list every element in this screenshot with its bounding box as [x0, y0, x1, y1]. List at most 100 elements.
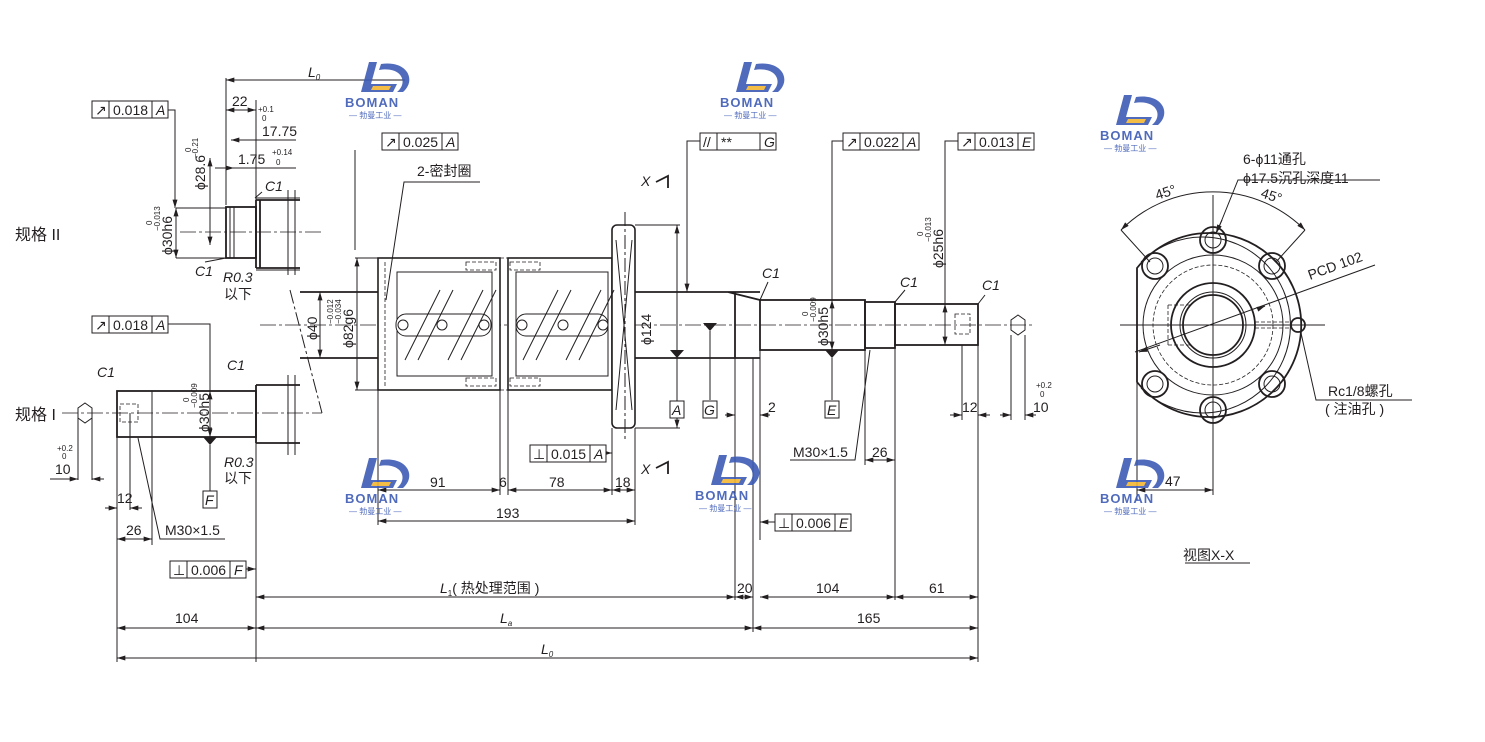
radius-label: R0.3	[223, 269, 253, 285]
datum-F: F	[205, 492, 215, 508]
radius-label: R0.3	[224, 454, 254, 470]
datum-E: E	[827, 402, 837, 418]
gdt-datum: F	[234, 562, 244, 578]
svg-text:ϕ28.6: ϕ28.6	[192, 155, 208, 190]
gdt-frame: ⊥ 0.015 A	[529, 444, 607, 463]
gdt-datum: A	[155, 317, 165, 333]
chamfer-label: C1	[227, 357, 245, 373]
pcd-label: PCD 102	[1306, 248, 1365, 283]
gdt-value: 0.013	[979, 134, 1014, 150]
dim-phi40: ϕ40	[304, 316, 320, 340]
boman-logo: BOMAN— 勃曼工业 —	[345, 62, 410, 120]
svg-text:0: 0	[184, 147, 193, 152]
tol: +0.2	[1036, 381, 1052, 390]
watermarks: BOMAN— 勃曼工业 —BOMAN— 勃曼工业 —BOMAN— 勃曼工业 —B…	[345, 62, 1165, 516]
tol: 0	[276, 158, 281, 167]
holes-note: 6-ϕ11通孔	[1243, 151, 1306, 167]
svg-text:0: 0	[801, 311, 810, 316]
boman-logo: BOMAN— 勃曼工业 —	[720, 62, 785, 120]
gdt-datum: A	[906, 134, 916, 150]
thread-label-right: M30×1.5	[793, 444, 848, 460]
svg-text:ϕ30h6: ϕ30h6	[159, 216, 175, 255]
oil-hole-note: ( 注油孔 )	[1325, 401, 1384, 417]
dim-104-right: 104	[816, 580, 840, 596]
gdt-symbol: ↗	[385, 134, 397, 150]
chamfer-label: C1	[982, 277, 1000, 293]
dim-47: 47	[1165, 473, 1181, 489]
svg-text:— 勃曼工业 —: — 勃曼工业 —	[699, 503, 751, 513]
svg-text:BOMAN: BOMAN	[1100, 128, 1154, 143]
gdt-symbol: ↗	[846, 134, 858, 150]
svg-text:— 勃曼工业 —: — 勃曼工业 —	[724, 110, 776, 120]
overall-dimensions	[117, 594, 979, 661]
gdt-value: 0.015	[551, 446, 586, 462]
gdt-datum: G	[764, 134, 775, 150]
bolt-hole	[1199, 226, 1227, 254]
svg-text:— 勃曼工业 —: — 勃曼工业 —	[1104, 506, 1156, 516]
gdt-value: 0.018	[113, 102, 148, 118]
svg-text:−0.013: −0.013	[153, 206, 162, 231]
gdt-datum: A	[593, 446, 603, 462]
datum-G: G	[704, 402, 715, 418]
dim-L0-bottom: L0	[541, 641, 554, 659]
dim-6: 6	[499, 474, 507, 490]
gdt-symbol: ⊥	[533, 446, 545, 462]
tol: +0.1	[258, 105, 274, 114]
chamfer-label: C1	[265, 178, 283, 194]
tol: +0.14	[272, 148, 293, 157]
dim-22: 22	[232, 93, 248, 109]
gdt-symbol: ↗	[95, 317, 107, 333]
dim-61: 61	[929, 580, 945, 596]
dim-phi28-6: ϕ28.6 0 −0.21	[184, 137, 208, 190]
dim-12-right: 12	[962, 399, 978, 415]
bolt-hole	[1141, 370, 1169, 398]
oil-thread-note: Rc1/8螺孔	[1328, 383, 1393, 399]
bolt-hole	[1199, 396, 1227, 424]
bolt-hole	[1258, 370, 1286, 398]
svg-text:BOMAN: BOMAN	[695, 488, 749, 503]
dim-78: 78	[549, 474, 565, 490]
radius-note: 以下	[224, 470, 252, 486]
seal-label: 2-密封圈	[417, 163, 471, 179]
svg-text:— 勃曼工业 —: — 勃曼工业 —	[349, 506, 401, 516]
svg-text:BOMAN: BOMAN	[345, 491, 399, 506]
bolt-hole	[1141, 252, 1169, 280]
gdt-datum: A	[155, 102, 165, 118]
svg-text:BOMAN: BOMAN	[1100, 491, 1154, 506]
gdt-symbol: ↗	[961, 134, 973, 150]
dim-phi25h6: ϕ25h6 0 −0.013	[916, 217, 946, 268]
svg-text:−0.012: −0.012	[326, 299, 335, 324]
tol: +0.2	[57, 444, 73, 453]
dim-165: 165	[857, 610, 881, 626]
dim-10-left: 10	[55, 461, 71, 477]
bolt-hole	[1258, 252, 1286, 280]
boman-logo: BOMAN— 勃曼工业 —	[695, 455, 760, 513]
svg-text:— 勃曼工业 —: — 勃曼工业 —	[1104, 143, 1156, 153]
dim-phi82g6: ϕ82g6 −0.012 −0.034	[326, 299, 356, 348]
chamfer-label: C1	[97, 364, 115, 380]
dim-10-right: 10	[1033, 399, 1049, 415]
flange-view-x-x	[1120, 179, 1412, 564]
tol: 0	[1040, 390, 1045, 399]
counterbore-note: ϕ17.5沉孔深度11	[1243, 170, 1349, 186]
svg-text:0: 0	[145, 220, 154, 225]
dim-26-left: 26	[126, 522, 142, 538]
svg-text:−0.013: −0.013	[924, 217, 933, 242]
thread-label-left: M30×1.5	[165, 522, 220, 538]
dim-26-right: 26	[872, 444, 888, 460]
svg-text:−0.034: −0.034	[334, 299, 343, 324]
dim-17-75: 17.75	[262, 123, 297, 139]
spec1-label: 规格 I	[15, 406, 56, 424]
tol: 0	[62, 452, 67, 461]
dim-91: 91	[430, 474, 446, 490]
dim-104-left: 104	[175, 610, 199, 626]
datum-A: A	[671, 402, 681, 418]
angle-right: 45°	[1259, 185, 1284, 207]
svg-text:BOMAN: BOMAN	[345, 95, 399, 110]
chamfer-label: C1	[762, 265, 780, 281]
